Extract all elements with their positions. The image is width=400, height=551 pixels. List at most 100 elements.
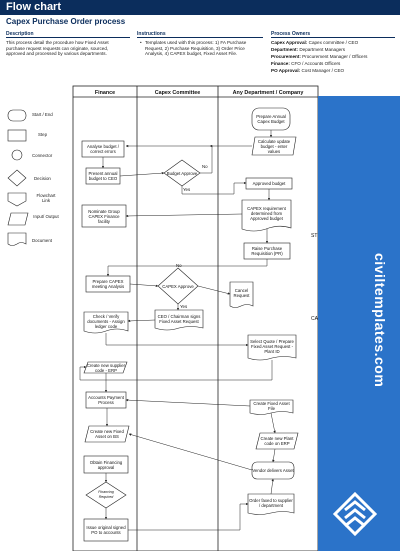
owner-row: Finance: CFO / Accounts Officers xyxy=(271,61,340,66)
edge xyxy=(106,259,268,277)
owners-heading: Process Owners xyxy=(271,31,311,37)
node-plant-code xyxy=(255,432,299,450)
lane-header-department: Any Department / Company xyxy=(232,90,304,96)
legend-process-shape xyxy=(7,129,27,142)
node-label: Order faxed to supplier / department xyxy=(249,498,293,508)
edge-label-no: No xyxy=(202,164,208,169)
edge xyxy=(125,398,251,407)
owners-rule xyxy=(271,37,395,38)
owner-who: Procurement Manager / Officers xyxy=(302,54,368,59)
watermark-logo-icon xyxy=(333,492,377,536)
owner-who: CFO / Accounts Officers xyxy=(291,61,341,66)
watermark-text: civiltemplates.com xyxy=(372,252,388,388)
description-text: This process detail the procedure how Fi… xyxy=(6,40,109,57)
node-label: Analyse budget / correct errors xyxy=(86,144,119,154)
node-supplier-code xyxy=(83,361,128,374)
instructions-text: •Templates used with this process: 1) FA… xyxy=(140,40,247,57)
node-asset-file xyxy=(249,399,294,415)
legend-label: Start / End xyxy=(32,112,53,117)
node-check-verify xyxy=(83,311,129,334)
owner-row: Department: Department Managers xyxy=(271,47,345,52)
node-label: Present annual budget to CEO xyxy=(88,171,118,181)
edge-label-yes: Yes xyxy=(180,304,188,309)
description-heading: Description xyxy=(6,31,34,37)
owner-who: Cost Manager / CEO xyxy=(301,68,345,73)
edge xyxy=(127,319,156,323)
node-label: Accounts Payment Process xyxy=(88,395,124,405)
node-label: Create new Plant code on ERP xyxy=(260,436,294,446)
owner-role: Capex Approval: xyxy=(271,40,308,45)
node-label: CAPEX Approve xyxy=(162,283,194,289)
edge xyxy=(105,333,249,347)
edge xyxy=(270,412,276,434)
edge xyxy=(129,283,159,288)
owner-role: Procurement: xyxy=(271,54,301,59)
node-select-quote xyxy=(247,334,297,361)
node-label: Prepare CAPEX meeting Analysis xyxy=(91,279,125,289)
node-order-faxed xyxy=(247,493,295,515)
edge-label-yes: Yes xyxy=(183,187,191,192)
node-label: Select Quote / Prepare Fixed Asset Reque… xyxy=(250,338,294,354)
edge xyxy=(197,285,231,295)
edge-label-cut: ST xyxy=(311,233,318,239)
node-label: Prepare Annual Capex Budget xyxy=(256,114,286,124)
node-fixed-asset-bs xyxy=(84,425,130,443)
edge xyxy=(79,360,273,381)
edge xyxy=(128,502,249,531)
edge xyxy=(181,181,247,195)
instructions-rule xyxy=(137,37,263,38)
legend-label: Flowchart Link xyxy=(36,193,56,203)
owner-row: Capex Approval: Capex committee / CEO xyxy=(271,40,358,45)
edge-label-no: No xyxy=(176,263,182,268)
node-label: Create Fixed Asset File xyxy=(253,401,290,411)
owner-who: Capex committee / CEO xyxy=(308,40,359,45)
legend-decision-shape xyxy=(7,169,27,187)
legend-document-shape xyxy=(7,232,27,246)
node-label: Nominate Group CAPEX Finance facility xyxy=(88,208,120,224)
legend-label: Connector xyxy=(32,153,53,158)
owner-role: Department: xyxy=(271,47,299,52)
legend-data-shape xyxy=(7,212,29,226)
node-label: Create new supplier code - ERP xyxy=(86,362,126,373)
legend-terminator-shape xyxy=(7,109,27,122)
node-calculate-budget xyxy=(251,136,297,156)
edge xyxy=(272,448,276,463)
node-label: Vendor delivers Asset xyxy=(252,468,294,473)
node-label: Financing Required xyxy=(98,490,114,499)
lane-header-capex-committee: Capex Committee xyxy=(154,90,201,96)
legend-label: Document xyxy=(32,238,53,243)
edge xyxy=(128,433,253,471)
node-label: Approved budget xyxy=(252,181,286,186)
node-label: Issue original signed PO to accounts xyxy=(86,525,126,535)
node-capex-requirement xyxy=(241,199,292,232)
legend-label: Step xyxy=(38,132,48,137)
node-label: CEO / Chairman signs Fixed Asset Request xyxy=(157,313,201,324)
node-label: Create new Fixed Asset on BS xyxy=(90,429,124,439)
watermark-band xyxy=(318,96,400,551)
instructions-heading: Instructions xyxy=(137,31,166,37)
node-ceo-sign xyxy=(154,309,204,331)
node-label: Calculate update budget - enter values xyxy=(257,138,291,154)
node-label: Obtain Financing approval xyxy=(89,459,123,470)
edge-label-cut: CA xyxy=(311,316,318,322)
edge xyxy=(270,478,274,495)
edge xyxy=(125,213,243,218)
legend-connector-shape xyxy=(11,149,23,161)
owner-who: Department Managers xyxy=(299,47,346,52)
legend-link-shape xyxy=(7,192,27,207)
node-cancel-request xyxy=(229,281,254,308)
header-banner: Flow chart xyxy=(0,0,400,15)
owner-role: PO Approval: xyxy=(271,68,301,73)
owner-role: Finance: xyxy=(271,61,290,66)
edge xyxy=(200,144,213,174)
node-label: Budget Approve xyxy=(166,170,198,176)
description-rule xyxy=(6,37,130,38)
legend-label: Input/ Output xyxy=(33,214,59,219)
node-label: CAPEX requirement determined from Approv… xyxy=(247,205,286,221)
node-label: Cancel Request xyxy=(233,288,250,298)
lane-header-finance: Finance xyxy=(94,90,116,96)
node-label: Raise Purchase Requisition (PR) xyxy=(251,246,283,256)
instructions-body: Templates used with this process: 1) FA … xyxy=(145,40,247,57)
edge xyxy=(119,171,165,177)
